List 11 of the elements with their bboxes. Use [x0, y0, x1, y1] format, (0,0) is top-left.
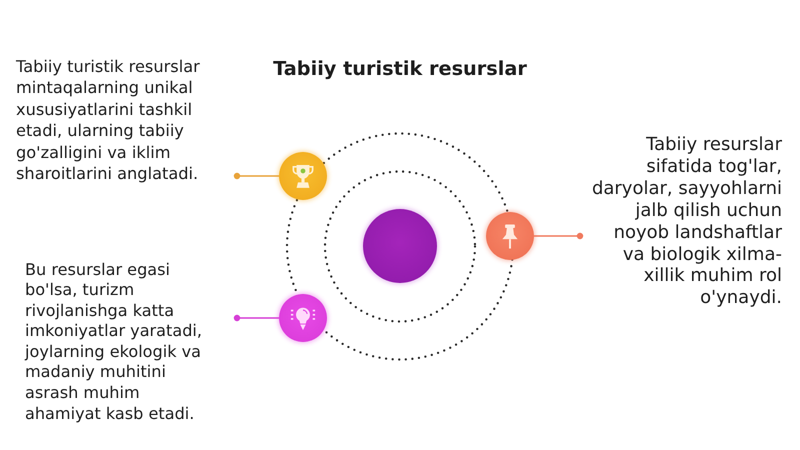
- leader-line: [234, 172, 279, 180]
- description-text: Tabiiy turistik resurslar mintaqalarning unikal xususiyatlarini tashkil etadi, ularning tabiiy go'zalligini va iklim sharoitlarini anglatadi.: [16, 56, 201, 184]
- pin-icon: [486, 212, 534, 260]
- leader-line: [234, 314, 279, 322]
- bulb-icon: [279, 294, 327, 342]
- description-text: Tabiiy resurslar sifatida tog'lar, daryolar, sayyohlarni jalb qilish uchun noyob landshaftlar va biologik xilma-xillik muhim rol o'ynaydi.: [590, 134, 782, 310]
- center-circle: [363, 209, 437, 283]
- leader-line: [534, 232, 584, 240]
- description-text: Bu resurslar egasi bo'lsa, turizm rivojlanishga katta imkoniyatlar yaratadi, joylarning ekologik va madaniy muhitini asrash muhim ahamiyat kasb etadi.: [25, 260, 204, 424]
- diagram-title: Tabiiy turistik resurslar: [272, 56, 528, 82]
- trophy-icon: [279, 152, 327, 200]
